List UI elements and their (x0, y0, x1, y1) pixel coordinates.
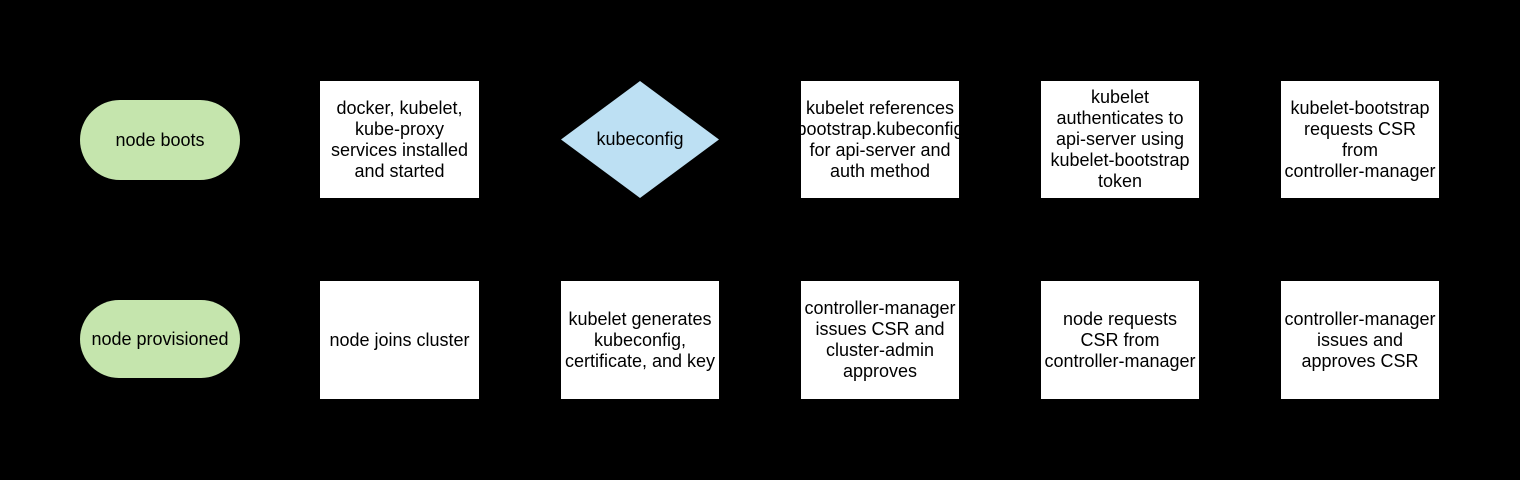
process-kubelet-references-bootstrap-kubeconfig: kubelet references bootstrap.kubeconfig … (801, 81, 959, 198)
process-kubelet-references-label: kubelet references bootstrap.kubeconfig … (801, 97, 959, 181)
terminator-node-boots: node boots (80, 100, 240, 180)
process-kubelet-generates-kubeconfig: kubelet generates kubeconfig, certificat… (561, 281, 719, 399)
process-kubelet-authenticates: kubelet authenticates to api-server usin… (1041, 81, 1199, 198)
decision-kubeconfig-label: kubeconfig (596, 129, 684, 149)
process-node-joins-cluster: node joins cluster (320, 281, 479, 399)
decision-kubeconfig: kubeconfig (561, 81, 719, 198)
process-controller-manager-issues-csr-admin-approves-label: controller-manager issues CSR and cluste… (804, 298, 956, 381)
terminator-node-boots-label: node boots (115, 129, 205, 150)
process-kubelet-authenticates-label: kubelet authenticates to api-server usin… (1050, 87, 1190, 191)
process-kubelet-generates-kubeconfig-label: kubelet generates kubeconfig, certificat… (564, 308, 716, 371)
process-controller-manager-issues-and-approves-csr: controller-manager issues and approves C… (1281, 281, 1439, 399)
process-node-requests-csr-label: node requests CSR from controller-manage… (1044, 308, 1196, 371)
terminator-node-provisioned-label: node provisioned (91, 328, 229, 349)
process-node-joins-cluster-label: node joins cluster (329, 329, 470, 350)
process-controller-manager-issues-csr-admin-approves: controller-manager issues CSR and cluste… (801, 281, 959, 399)
process-node-requests-csr: node requests CSR from controller-manage… (1041, 281, 1199, 399)
process-controller-manager-issues-and-approves-csr-label: controller-manager issues and approves C… (1284, 308, 1436, 371)
process-services-installed-label: docker, kubelet, kube-proxy services ins… (330, 97, 469, 181)
terminator-node-provisioned: node provisioned (80, 300, 240, 378)
process-services-installed: docker, kubelet, kube-proxy services ins… (320, 81, 479, 198)
process-kubelet-bootstrap-requests-csr-label: kubelet-bootstrap requests CSR from cont… (1284, 97, 1436, 181)
process-kubelet-bootstrap-requests-csr: kubelet-bootstrap requests CSR from cont… (1281, 81, 1439, 198)
